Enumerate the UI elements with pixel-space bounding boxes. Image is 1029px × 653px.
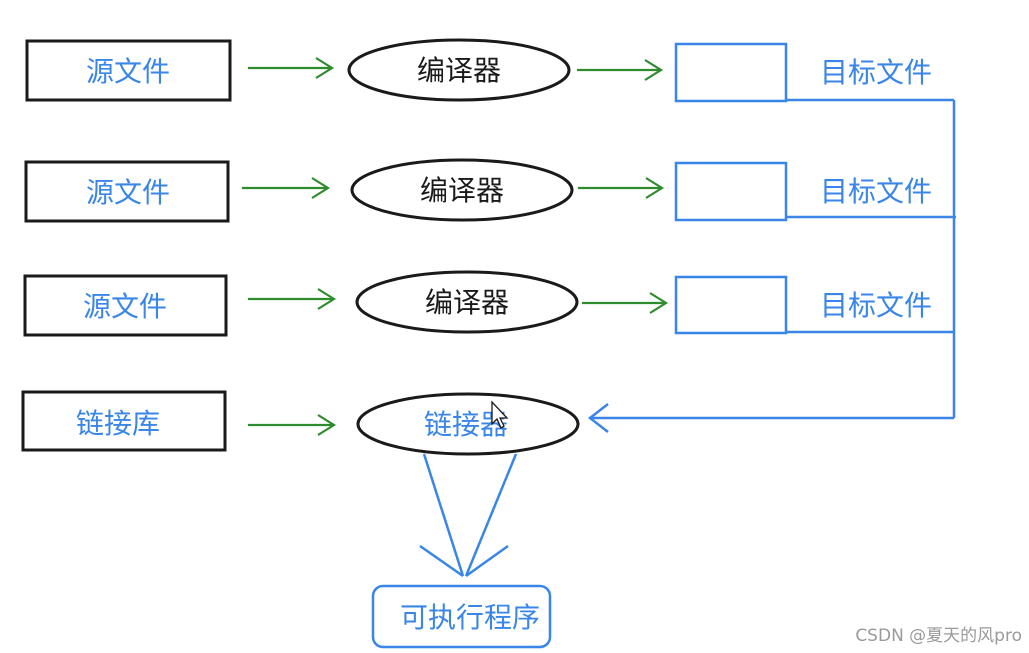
compiler-ellipse — [355, 270, 579, 334]
source-file-label: 源文件 — [86, 55, 170, 88]
watermark-text: CSDN @夏天的风pro — [855, 626, 1022, 646]
arrow-source-to-compiler — [242, 177, 331, 199]
source-file-box — [24, 160, 230, 223]
executable-node: 可执行程序 — [371, 584, 552, 649]
compiler-ellipse — [347, 38, 571, 102]
row-2: 源文件 编译器 目标文件 — [24, 158, 932, 223]
arrow-source-to-compiler — [248, 57, 335, 79]
target-file-label: 目标文件 — [820, 289, 932, 322]
compiler-label: 编译器 — [420, 174, 504, 207]
target-file-box — [674, 42, 788, 103]
row-link: 链接库 链接器 — [21, 390, 580, 456]
compiler-label: 编译器 — [417, 54, 501, 87]
arrow-library-to-linker — [248, 414, 337, 436]
source-file-box — [23, 274, 228, 337]
executable-label: 可执行程序 — [400, 601, 540, 634]
row-3: 源文件 编译器 目标文件 — [23, 270, 932, 337]
target-file-box — [674, 275, 788, 335]
source-file-label: 源文件 — [83, 290, 167, 323]
arrow-compiler-to-target — [582, 292, 669, 314]
compiler-ellipse — [350, 158, 574, 222]
target-files-bus — [587, 98, 956, 433]
executable-box — [371, 584, 552, 649]
arrow-compiler-to-target — [577, 59, 664, 81]
arrow-compiler-to-target — [578, 177, 665, 199]
linker-ellipse — [356, 392, 580, 456]
target-file-label: 目标文件 — [820, 56, 932, 89]
compiler-label: 编译器 — [425, 286, 509, 319]
row-1: 源文件 编译器 目标文件 — [25, 38, 932, 103]
target-file-box — [674, 161, 788, 222]
arrow-source-to-compiler — [248, 288, 337, 310]
mouse-cursor-icon — [491, 400, 509, 429]
arrow-linker-to-executable — [419, 453, 518, 578]
library-box — [21, 390, 227, 452]
source-file-box — [25, 39, 232, 102]
target-file-label: 目标文件 — [820, 175, 932, 208]
library-label: 链接库 — [76, 407, 160, 440]
source-file-label: 源文件 — [86, 176, 170, 209]
